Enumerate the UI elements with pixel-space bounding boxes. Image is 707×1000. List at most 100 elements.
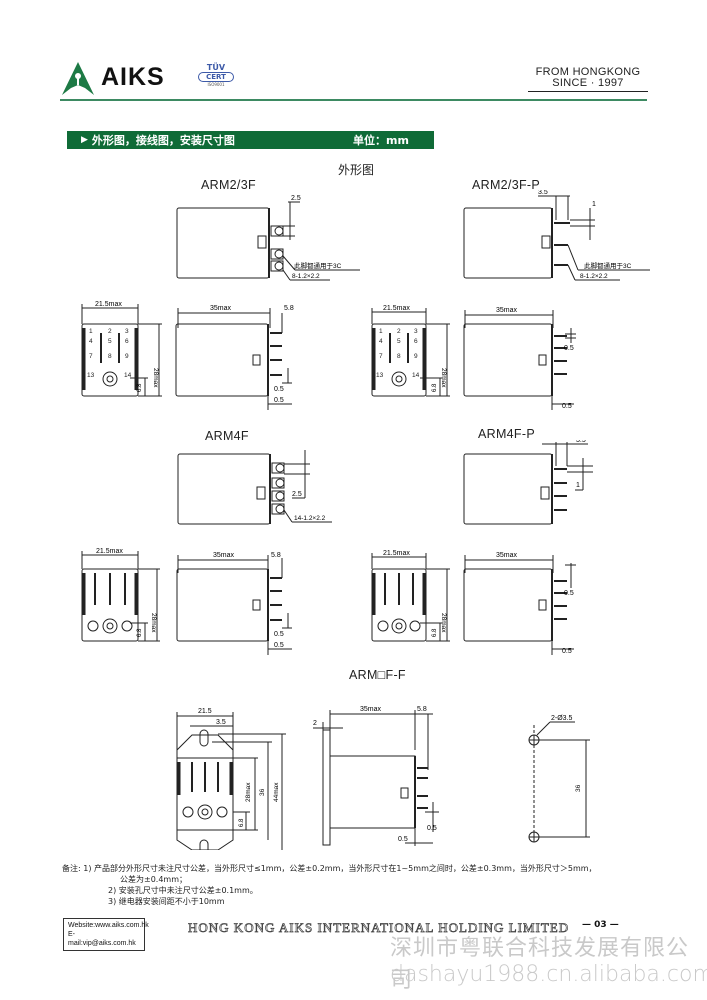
brand-name: AIKS (101, 63, 165, 91)
cert-mid: CERT (198, 72, 234, 82)
dim-offset: 6.8 (137, 383, 143, 392)
svg-text:6: 6 (125, 338, 129, 345)
svg-text:14: 14 (412, 372, 420, 379)
dim-thick: 1 (576, 482, 580, 489)
dim-height: 28max (152, 368, 159, 388)
pin-spec: 8-1.2×2.2 (292, 273, 320, 280)
svg-text:3: 3 (125, 328, 129, 335)
dim-gap2: 0.5 (398, 836, 408, 843)
dim-holes: 2-Ø3.5 (551, 715, 573, 722)
dim-pinlen: 5.8 (417, 706, 427, 713)
dim-height: 28max (245, 782, 252, 802)
dim-gap1: 0.5 (564, 590, 574, 597)
dim-offset: 6.8 (239, 818, 245, 827)
notes: 备注: 1) 产品部分外形尺寸未注尺寸公差，当外形尺寸≤1mm，公差±0.2mm… (62, 863, 702, 907)
svg-text:4: 4 (379, 338, 383, 345)
dim-length: 35max (496, 552, 518, 559)
svg-text:2: 2 (397, 328, 401, 335)
svg-text:5: 5 (397, 338, 401, 345)
dim-offset: 3.5 (576, 440, 586, 444)
dim-hole-pitch: 36 (575, 784, 582, 792)
header-rule (60, 99, 647, 101)
arm23fp-side-view: 3.5 1 此脚都通用于3C 8-1.2×2.2 (463, 190, 650, 281)
banner-unit: 单位：mm (353, 134, 409, 147)
dim-offset: 6.8 (432, 628, 438, 637)
dim-hole-offset: 3.5 (216, 719, 226, 726)
dim-gap2: 0.5 (562, 403, 572, 410)
model-label-armff: ARM□F-F (349, 668, 406, 682)
website-link[interactable]: Website:www.aiks.com.hk (68, 922, 149, 929)
dim-pinlen: 5.8 (284, 305, 294, 312)
svg-text:4: 4 (89, 338, 93, 345)
watermark-company: 深圳市粤联合科技发展有限公司 (390, 936, 690, 993)
dim-pitch: 2.5 (292, 491, 302, 498)
arm4fp-side-view: 3.5 1 (463, 440, 593, 525)
svg-text:2: 2 (108, 328, 112, 335)
svg-text:13: 13 (376, 372, 384, 379)
watermark-url: dashayu1988.cn.alibaba.com (390, 962, 707, 987)
slogan: FROM HONGKONG SINCE · 1997 (528, 67, 648, 92)
dim-length: 35max (360, 706, 382, 713)
dim-height: 28max (440, 368, 447, 388)
svg-text:3: 3 (414, 328, 418, 335)
notes-prefix: 备注: (62, 864, 81, 873)
svg-text:1: 1 (89, 328, 93, 335)
arm4fp-front-view: 21.5max 28max 6.8 35max 0.5 0.5 (371, 550, 576, 655)
dim-length: 35max (213, 552, 235, 559)
dim-width: 21.5max (96, 548, 123, 555)
tuv-cert-badge: TÜV CERT ISO9001 (198, 64, 234, 94)
dim-gap1: 0.5 (274, 386, 284, 393)
armff-mounting-holes: 2-Ø3.5 36 (528, 715, 590, 843)
note-3c: 此脚都通用于3C (584, 261, 632, 270)
dim-width: 21.5 (198, 708, 212, 715)
aiks-logo-icon (62, 62, 94, 95)
armff-front-view: 21.5 3.5 28max 36 44max 6.8 (176, 708, 286, 850)
svg-text:5: 5 (108, 338, 112, 345)
arm4f-side-view: 2.5 14-1.2×2.2 (177, 450, 332, 525)
arm4f-front-view: 21.5max 28max 6.8 35max 5.8 0.5 0.5 (81, 548, 292, 655)
dim-gap2: 0.5 (274, 642, 284, 649)
svg-text:8: 8 (108, 353, 112, 360)
note-1-cont: 公差为±0.4mm； (120, 875, 188, 884)
model-label-arm23fp: ARM2/3F-P (472, 178, 540, 192)
company-name: HONG KONG AIKS INTERNATIONAL HOLDING LIM… (188, 920, 570, 936)
email-link[interactable]: E-mail:vip@aiks.com.hk (68, 931, 136, 947)
note-1: 备注: 1) 产品部分外形尺寸未注尺寸公差，当外形尺寸≤1mm，公差±0.2mm… (62, 864, 597, 873)
dim-gap1: 0.5 (427, 825, 437, 832)
svg-text:7: 7 (379, 353, 383, 360)
svg-text:14: 14 (124, 372, 132, 379)
arm23f-side-view: 2.5 此脚都通用于3C 8-1.2×2.2 (176, 195, 360, 281)
armff-side-view: 2 35max 5.8 0.5 0.5 (313, 706, 439, 846)
dim-gap2: 0.5 (274, 397, 284, 404)
slogan-line1: FROM HONGKONG (535, 66, 641, 78)
page-number: — 03 — (582, 920, 619, 930)
note-3c: 此脚都通用于3C (294, 261, 342, 270)
dim-offset: 6.8 (432, 383, 438, 392)
dim-offset: 3.5 (538, 190, 548, 196)
contact-box: Website:www.aiks.com.hk E-mail:vip@aiks.… (63, 918, 149, 951)
pin-spec: 8-1.2×2.2 (580, 273, 608, 280)
dim-height: 28max (150, 613, 157, 633)
dim-width: 21.5max (383, 305, 410, 312)
pin-spec: 14-1.2×2.2 (294, 515, 326, 522)
dim-height: 28max (440, 613, 447, 633)
svg-text:9: 9 (414, 353, 418, 360)
dim-length: 35max (496, 307, 518, 314)
svg-text:9: 9 (125, 353, 129, 360)
header: AIKS TÜV CERT ISO9001 FROM HONGKONG SINC… (0, 0, 707, 105)
slogan-line2: SINCE · 1997 (552, 77, 624, 89)
dim-total-height: 44max (273, 782, 280, 802)
cert-top: TÜV (206, 63, 226, 72)
model-label-arm23f: ARM2/3F (201, 178, 256, 192)
dim-mount-pitch: 36 (259, 788, 266, 796)
note-2: 2) 安装孔尺寸中未注尺寸公差±0.1mm。 (108, 886, 258, 895)
banner-arrow-icon: ▶ (81, 135, 88, 145)
section-title: 外形图 (338, 163, 375, 177)
dim-width: 21.5max (383, 550, 410, 557)
cert-bottom: ISO9001 (207, 82, 225, 87)
dim-flange: 2 (313, 720, 317, 727)
dim-offset: 6.8 (137, 628, 143, 637)
svg-text:1: 1 (379, 328, 383, 335)
